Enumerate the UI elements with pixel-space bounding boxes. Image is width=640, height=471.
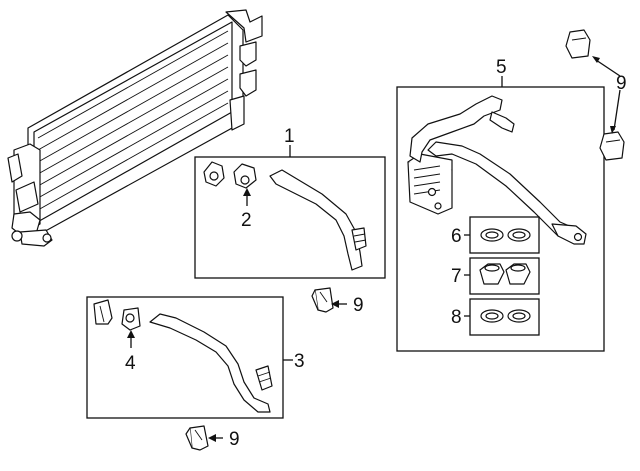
clip-part-1b [233,163,257,189]
callout-5: 5 [496,57,507,78]
clip-9-bottom [185,425,209,451]
o-ring-6b [507,228,531,242]
clip-part-3a [93,299,113,325]
callout-4: 4 [125,353,136,374]
callout-9-mid: 9 [353,295,364,316]
oil-cooler-assembly [407,95,587,245]
hose-3 [149,313,273,413]
hose-1 [269,169,367,271]
clip-9-top-a [565,29,591,59]
callout-7: 7 [451,266,462,287]
fitting-7a [479,263,505,285]
callout-6: 6 [451,226,462,247]
o-ring-8a [480,309,504,323]
callout-3: 3 [294,351,305,372]
box-group-8 [469,298,540,336]
box-group-7 [469,257,540,295]
clip-part-1a [203,161,225,187]
clip-9-top-b [599,131,625,161]
callout-8: 8 [451,307,462,328]
o-ring-6a [480,228,504,242]
callout-2: 2 [241,210,252,231]
callout-9-top: 9 [616,73,627,94]
callout-1: 1 [284,126,295,147]
callout-9-bottom: 9 [229,429,240,450]
radiator [7,9,263,247]
clip-9-mid [311,287,334,313]
box-group-3 [86,296,284,419]
fitting-7b [505,263,531,285]
box-group-5 [396,86,605,352]
clip-part-3b [121,307,141,331]
o-ring-8b [507,309,531,323]
